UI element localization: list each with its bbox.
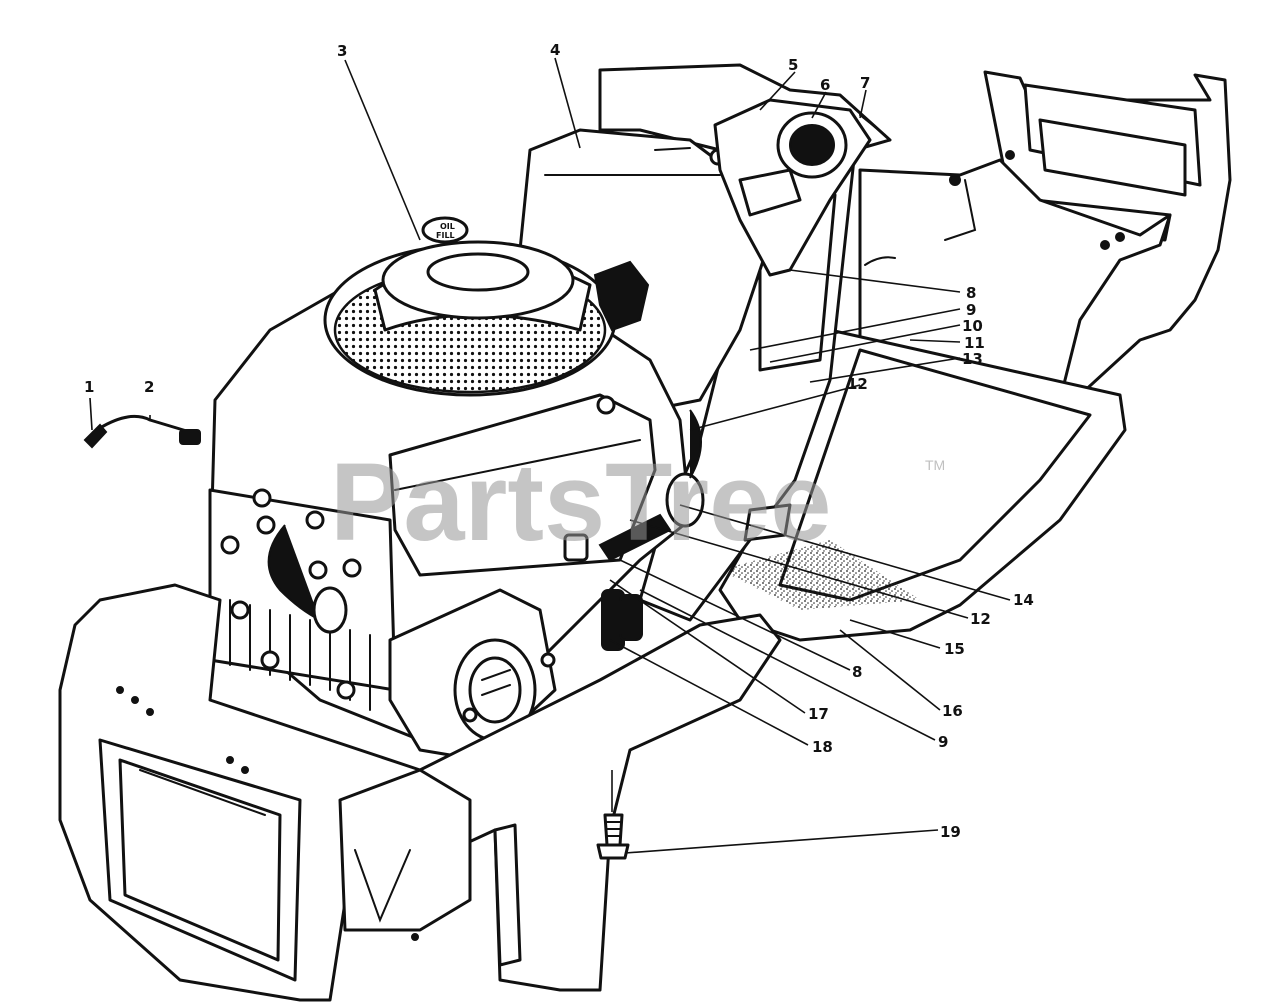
callout-19: 19 [940, 823, 961, 841]
oil-cap-text-1: OIL [440, 222, 455, 231]
callout-4: 4 [550, 41, 560, 59]
callout-10: 10 [962, 317, 983, 335]
leader-lines [89, 57, 1011, 854]
callout-1: 1 [84, 378, 94, 396]
callout-7: 7 [860, 74, 870, 92]
callout-11: 11 [964, 334, 985, 352]
watermark-text: PartsTree [330, 441, 831, 564]
callout-8-lower: 8 [852, 663, 862, 681]
callout-14: 14 [1013, 591, 1034, 609]
callout-3: 3 [337, 42, 347, 60]
watermark: PartsTree TM [330, 441, 945, 564]
callout-16: 16 [942, 702, 963, 720]
engine: OIL FILL [208, 216, 705, 762]
body-frame [58, 583, 782, 1002]
callout-2: 2 [144, 378, 154, 396]
callout-17: 17 [808, 705, 829, 723]
callout-13: 13 [962, 350, 983, 368]
fuel-line [83, 414, 201, 449]
callout-12-lower: 12 [970, 610, 991, 628]
oil-cap-text-2: FILL [436, 231, 455, 240]
oil-fill-cap: OIL FILL [421, 216, 469, 244]
callout-18: 18 [812, 738, 833, 756]
callout-6: 6 [820, 76, 830, 94]
callout-5: 5 [788, 56, 798, 74]
air-cleaner [713, 98, 886, 277]
callout-9-upper: 9 [966, 301, 976, 319]
callout-9-lower: 9 [938, 733, 948, 751]
bolt-19 [596, 813, 630, 860]
watermark-tm: TM [925, 457, 945, 473]
callouts: 1 2 3 4 5 6 7 8 9 10 11 13 12 14 12 15 8… [84, 41, 1034, 841]
callout-12-upper: 12 [847, 375, 868, 393]
callout-8-upper: 8 [966, 284, 976, 302]
callout-15: 15 [944, 640, 965, 658]
